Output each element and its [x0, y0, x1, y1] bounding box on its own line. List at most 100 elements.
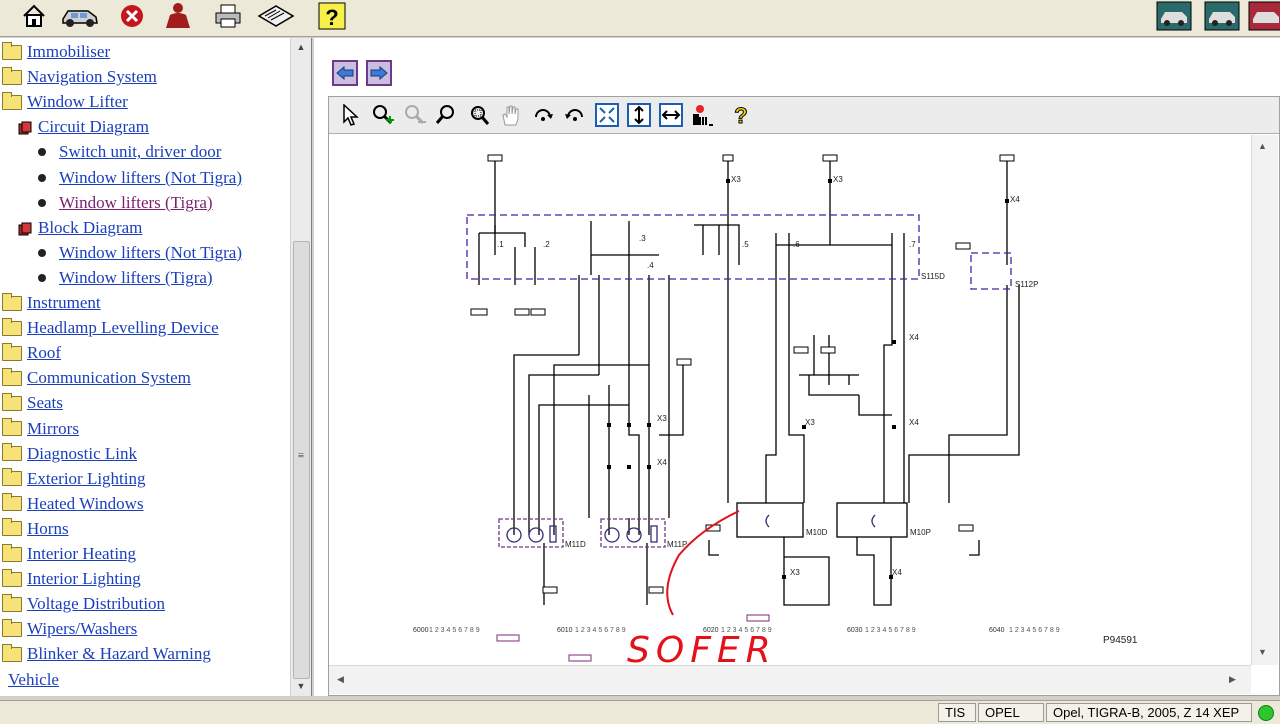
scroll-up-arrow[interactable]: ▲	[1258, 141, 1267, 151]
tree-item[interactable]: Roof	[2, 341, 61, 365]
folder-icon	[2, 292, 22, 311]
tree-item[interactable]: Seats	[2, 391, 63, 415]
diagram-vertical-scrollbar[interactable]: ▲ ▼	[1251, 135, 1278, 665]
wiring-diagram: X3 X3 X4 X3 X3 X4 X3 X4 X4 X4 S115D S112…	[413, 154, 1138, 665]
tree-item[interactable]: Blinker & Hazard Warning	[2, 642, 211, 666]
tree-item-label: Switch unit, driver door	[59, 142, 222, 162]
diagram-horizontal-scrollbar[interactable]: ◀ ▶	[329, 665, 1251, 694]
tree-item-label: Horns	[27, 518, 69, 538]
tree-item[interactable]: Wipers/Washers	[2, 617, 137, 641]
vehicle-icon[interactable]	[1202, 0, 1242, 32]
tree-item[interactable]: Exterior Lighting	[2, 467, 146, 491]
tree-item[interactable]: Instrument	[2, 291, 101, 315]
scroll-up-arrow[interactable]: ▲	[296, 42, 306, 52]
tree-item[interactable]: Window lifters (Not Tigra)	[38, 166, 242, 190]
scrollbar-thumb[interactable]	[293, 241, 310, 679]
help-icon[interactable]: ?	[312, 0, 352, 32]
rotate-cw-icon[interactable]	[529, 101, 557, 129]
notebook-icon[interactable]	[256, 0, 296, 32]
tree-item[interactable]: Voltage Distribution	[2, 592, 165, 616]
main-toolbar: ?	[0, 0, 1280, 37]
person-icon[interactable]	[158, 0, 198, 32]
component-label: M11D	[565, 540, 586, 549]
tree-item[interactable]: Interior Heating	[2, 542, 136, 566]
viewer-toolbar: ?	[329, 97, 1279, 134]
tree-item[interactable]: Vehicle	[8, 668, 59, 692]
tree-scrollbar[interactable]: ▲ ≡ ▼	[290, 38, 311, 696]
tree-item-label: Headlamp Levelling Device	[27, 318, 219, 338]
folder-icon	[2, 643, 22, 662]
back-button[interactable]	[332, 60, 358, 86]
highlight-icon[interactable]	[689, 101, 717, 129]
tree-item[interactable]: Immobiliser	[2, 40, 110, 64]
tree-item[interactable]: Block Diagram	[18, 216, 142, 240]
folder-icon	[2, 543, 22, 562]
switch-label: .7	[909, 240, 916, 249]
tree-item[interactable]: Switch unit, driver door	[38, 140, 221, 164]
switch-label: .1	[497, 240, 504, 249]
svg-text:1 2 3 4 5 6 7 8 9: 1 2 3 4 5 6 7 8 9	[721, 627, 772, 634]
vehicle-icon[interactable]	[1154, 0, 1194, 32]
tree-item-label: Navigation System	[27, 67, 157, 87]
folder-open-icon	[2, 91, 22, 110]
tree-item[interactable]: Interior Lighting	[2, 567, 141, 591]
stop-icon[interactable]	[112, 0, 152, 32]
scroll-left-arrow[interactable]: ◀	[337, 674, 344, 684]
fit-page-icon[interactable]	[593, 101, 621, 129]
folder-icon	[2, 493, 22, 512]
tree-item[interactable]: Window lifters (Tigra)	[38, 191, 213, 215]
fit-width-icon[interactable]	[657, 101, 685, 129]
ruler-label: 6010	[557, 627, 573, 634]
tree-item[interactable]: Window lifters (Tigra)	[38, 266, 213, 290]
arrow-right-icon	[370, 66, 388, 80]
bullet-icon	[38, 248, 46, 257]
tree-item[interactable]: Diagnostic Link	[2, 442, 137, 466]
switch-label: .3	[639, 234, 646, 243]
tree-item[interactable]: Headlamp Levelling Device	[2, 316, 219, 340]
tree-item[interactable]: Circuit Diagram	[18, 115, 149, 139]
folder-icon	[2, 618, 22, 637]
switch-label: .6	[793, 240, 800, 249]
tree-item[interactable]: Horns	[2, 517, 69, 541]
folder-icon	[2, 568, 22, 587]
tree-item[interactable]: Mirrors	[2, 417, 79, 441]
tree-item[interactable]: Window lifters (Not Tigra)	[38, 241, 242, 265]
zoom-icon[interactable]	[433, 101, 461, 129]
vehicle-icon[interactable]	[1248, 0, 1280, 32]
folder-icon	[2, 418, 22, 436]
svg-text:1 2 3 4 5 6 7 8 9: 1 2 3 4 5 6 7 8 9	[865, 627, 916, 634]
scroll-down-arrow[interactable]: ▼	[296, 681, 306, 691]
scroll-right-arrow[interactable]: ▶	[1229, 674, 1236, 684]
zoom-area-icon[interactable]	[465, 101, 493, 129]
zoom-out-icon[interactable]	[401, 101, 429, 129]
tree-item[interactable]: Window Lifter	[2, 90, 128, 114]
connector-label: X4	[1010, 195, 1020, 204]
bullet-icon	[38, 273, 46, 282]
folder-icon	[2, 66, 22, 85]
pan-hand-icon[interactable]	[497, 101, 525, 129]
tree-item[interactable]: Communication System	[2, 366, 191, 390]
vehicle-icon[interactable]	[60, 0, 100, 32]
ruler-label: 6000	[413, 627, 429, 634]
tree-item-label: Block Diagram	[38, 217, 143, 237]
help-icon[interactable]: ?	[727, 101, 755, 129]
forward-button[interactable]	[366, 60, 392, 86]
status-bar: TIS OPEL Opel, TIGRA-B, 2005, Z 14 XEP	[0, 700, 1280, 724]
tree-item-label: Window lifters (Not Tigra)	[59, 167, 242, 187]
printer-icon[interactable]	[208, 0, 248, 32]
component-label: S115D	[921, 272, 945, 281]
pointer-icon[interactable]	[337, 101, 365, 129]
tree-item[interactable]: Navigation System	[2, 65, 157, 89]
book-icon	[18, 120, 32, 135]
home-icon[interactable]	[14, 0, 54, 32]
status-app: TIS	[938, 703, 976, 722]
rotate-ccw-icon[interactable]	[561, 101, 589, 129]
tree-item[interactable]: Heated Windows	[2, 492, 144, 516]
fit-height-icon[interactable]	[625, 101, 653, 129]
tree-item-label: Blinker & Hazard Warning	[27, 644, 211, 664]
scroll-down-arrow[interactable]: ▼	[1258, 647, 1267, 657]
zoom-in-icon[interactable]	[369, 101, 397, 129]
svg-text:?: ?	[734, 103, 747, 127]
